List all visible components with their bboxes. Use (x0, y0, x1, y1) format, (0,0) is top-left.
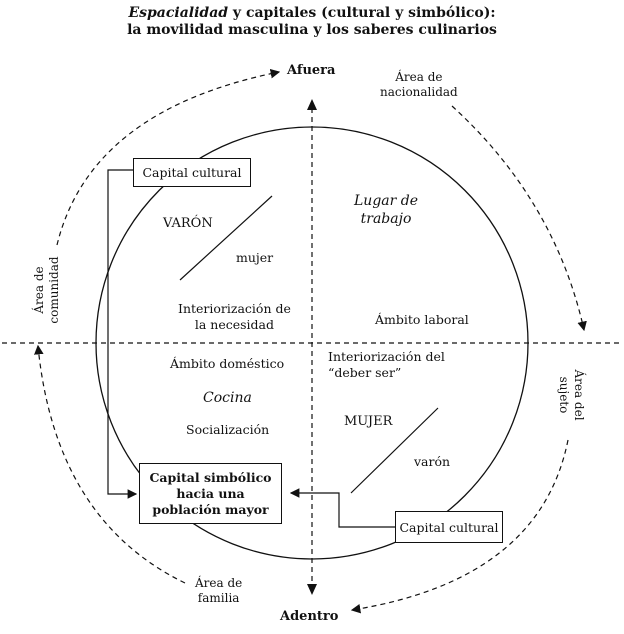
arrow-down (307, 584, 317, 595)
diagonal-varon (179, 195, 273, 281)
axis-top-label: Afuera (287, 63, 336, 78)
capital-cultural-box-top: Capital cultural (133, 158, 251, 187)
label-interiorizacion-deber-ser: Interiorización del“deber ser” (328, 349, 445, 380)
label-socializacion: Socialización (186, 422, 270, 437)
title-line-1: Espacialidad y capitales (cultural y sim… (128, 5, 496, 21)
label-mujer-small: mujer (236, 250, 274, 265)
arc-top-right (451, 105, 587, 332)
label-ambito-laboral: Ámbito laboral (375, 312, 469, 327)
label-cocina: Cocina (203, 390, 252, 406)
arc-bottom-right (350, 439, 569, 614)
arrow-up (307, 99, 317, 110)
capital-simbolico-box: Capital simbólico hacia una población ma… (139, 463, 282, 524)
axis-bottom-label: Adentro (280, 609, 339, 624)
connector-right (289, 488, 395, 528)
label-ambito-domestico: Ámbito doméstico (170, 356, 285, 371)
diagonal-mujer (350, 407, 439, 494)
connector-left (107, 169, 138, 499)
label-mujer-upper: MUJER (344, 414, 393, 429)
label-varon: VARÓN (163, 216, 213, 231)
arc-bottom-left (34, 344, 186, 584)
label-varon-small: varón (414, 454, 451, 469)
capital-cultural-box-bottom: Capital cultural (395, 511, 503, 543)
title-line-2: la movilidad masculina y los saberes cul… (127, 22, 497, 38)
